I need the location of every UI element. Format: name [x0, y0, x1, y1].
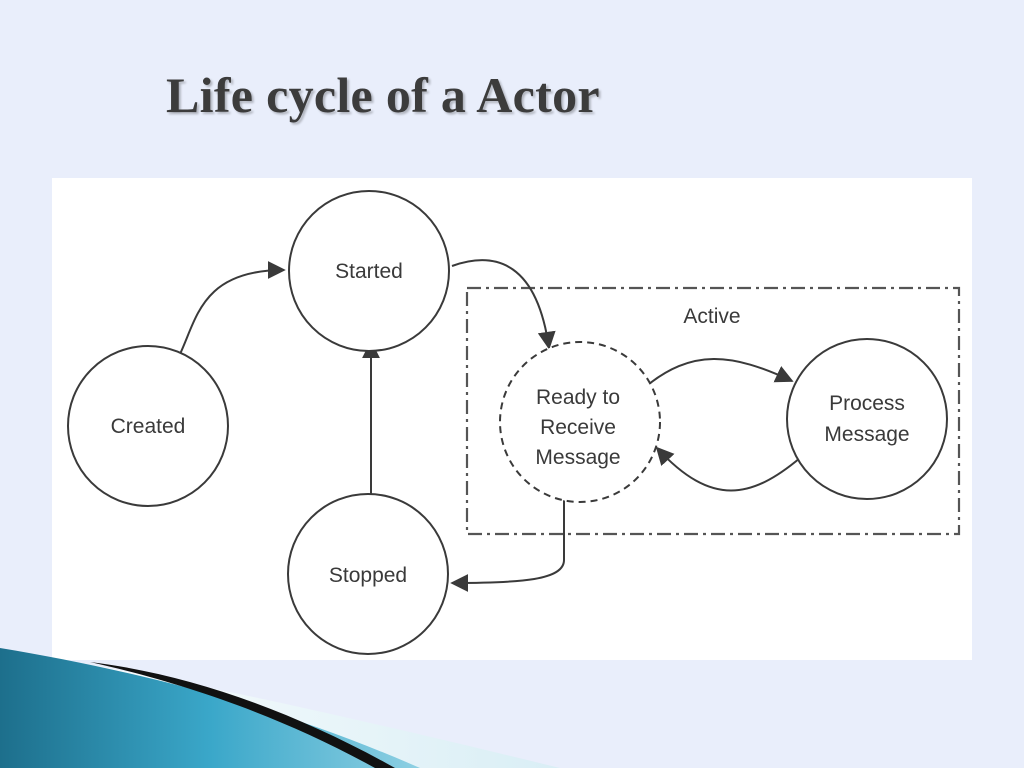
slide-title: Life cycle of a Actor: [166, 67, 600, 123]
state-process-message: Process Message: [786, 338, 948, 500]
edge-process-to-ready: [655, 446, 801, 492]
state-ready-to-receive-message: Ready to Receive Message: [499, 341, 661, 503]
edge-ready-to-process: [643, 358, 794, 389]
svg-text:Message: Message: [824, 423, 909, 446]
svg-text:Started: Started: [335, 260, 403, 283]
state-diagram: Active Created Started Stopped: [67, 190, 961, 655]
svg-text:Receive: Receive: [540, 416, 616, 439]
svg-text:Stopped: Stopped: [329, 564, 407, 587]
diagram-panel: Active Created Started Stopped: [52, 178, 972, 660]
svg-text:Ready to: Ready to: [536, 386, 620, 409]
state-started: Started: [288, 190, 450, 352]
state-stopped: Stopped: [287, 493, 449, 655]
state-created: Created: [67, 345, 229, 507]
active-group-boundary: [465, 286, 961, 536]
edge-started-to-ready: [451, 259, 556, 350]
edge-created-to-started: [179, 261, 286, 355]
svg-text:Message: Message: [535, 446, 620, 469]
edge-ready-to-stopped: [450, 500, 565, 592]
active-group-label: Active: [683, 305, 740, 328]
svg-text:Process: Process: [829, 392, 905, 415]
svg-text:Created: Created: [111, 415, 186, 438]
